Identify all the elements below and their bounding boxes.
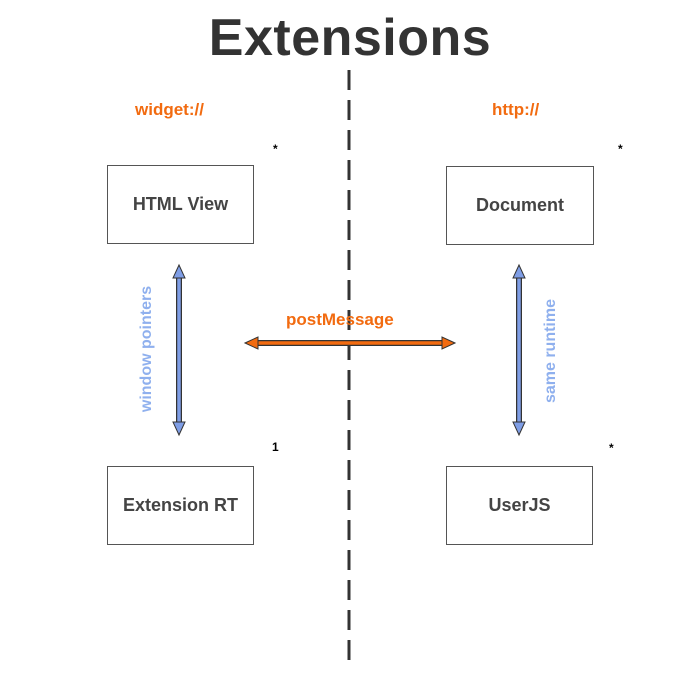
post-message-arrow	[243, 336, 457, 350]
same-runtime-arrow	[512, 263, 526, 437]
document-label: Document	[475, 195, 564, 215]
userjs-label: UserJS	[488, 495, 551, 515]
extension-rt-box: Extension RT	[107, 466, 254, 545]
html-view-label: HTML View	[132, 194, 229, 214]
diagram-title: Extensions	[208, 9, 492, 67]
window-pointers-label: window pointers	[138, 285, 155, 413]
same-runtime-label: same runtime	[542, 298, 559, 404]
html-view-box: HTML View	[107, 165, 254, 244]
html-view-multiplicity: *	[273, 142, 278, 156]
userjs-multiplicity: *	[609, 441, 614, 455]
document-box: Document	[446, 166, 594, 245]
document-multiplicity: *	[618, 142, 623, 156]
extension-rt-multiplicity: 1	[272, 440, 279, 454]
extension-rt-label: Extension RT	[122, 495, 238, 515]
post-message-label: postMessage	[286, 310, 394, 329]
right-scheme-label: http://	[492, 100, 540, 119]
left-scheme-label: widget://	[135, 100, 204, 119]
userjs-box: UserJS	[446, 466, 593, 545]
window-pointers-arrow	[172, 263, 186, 437]
